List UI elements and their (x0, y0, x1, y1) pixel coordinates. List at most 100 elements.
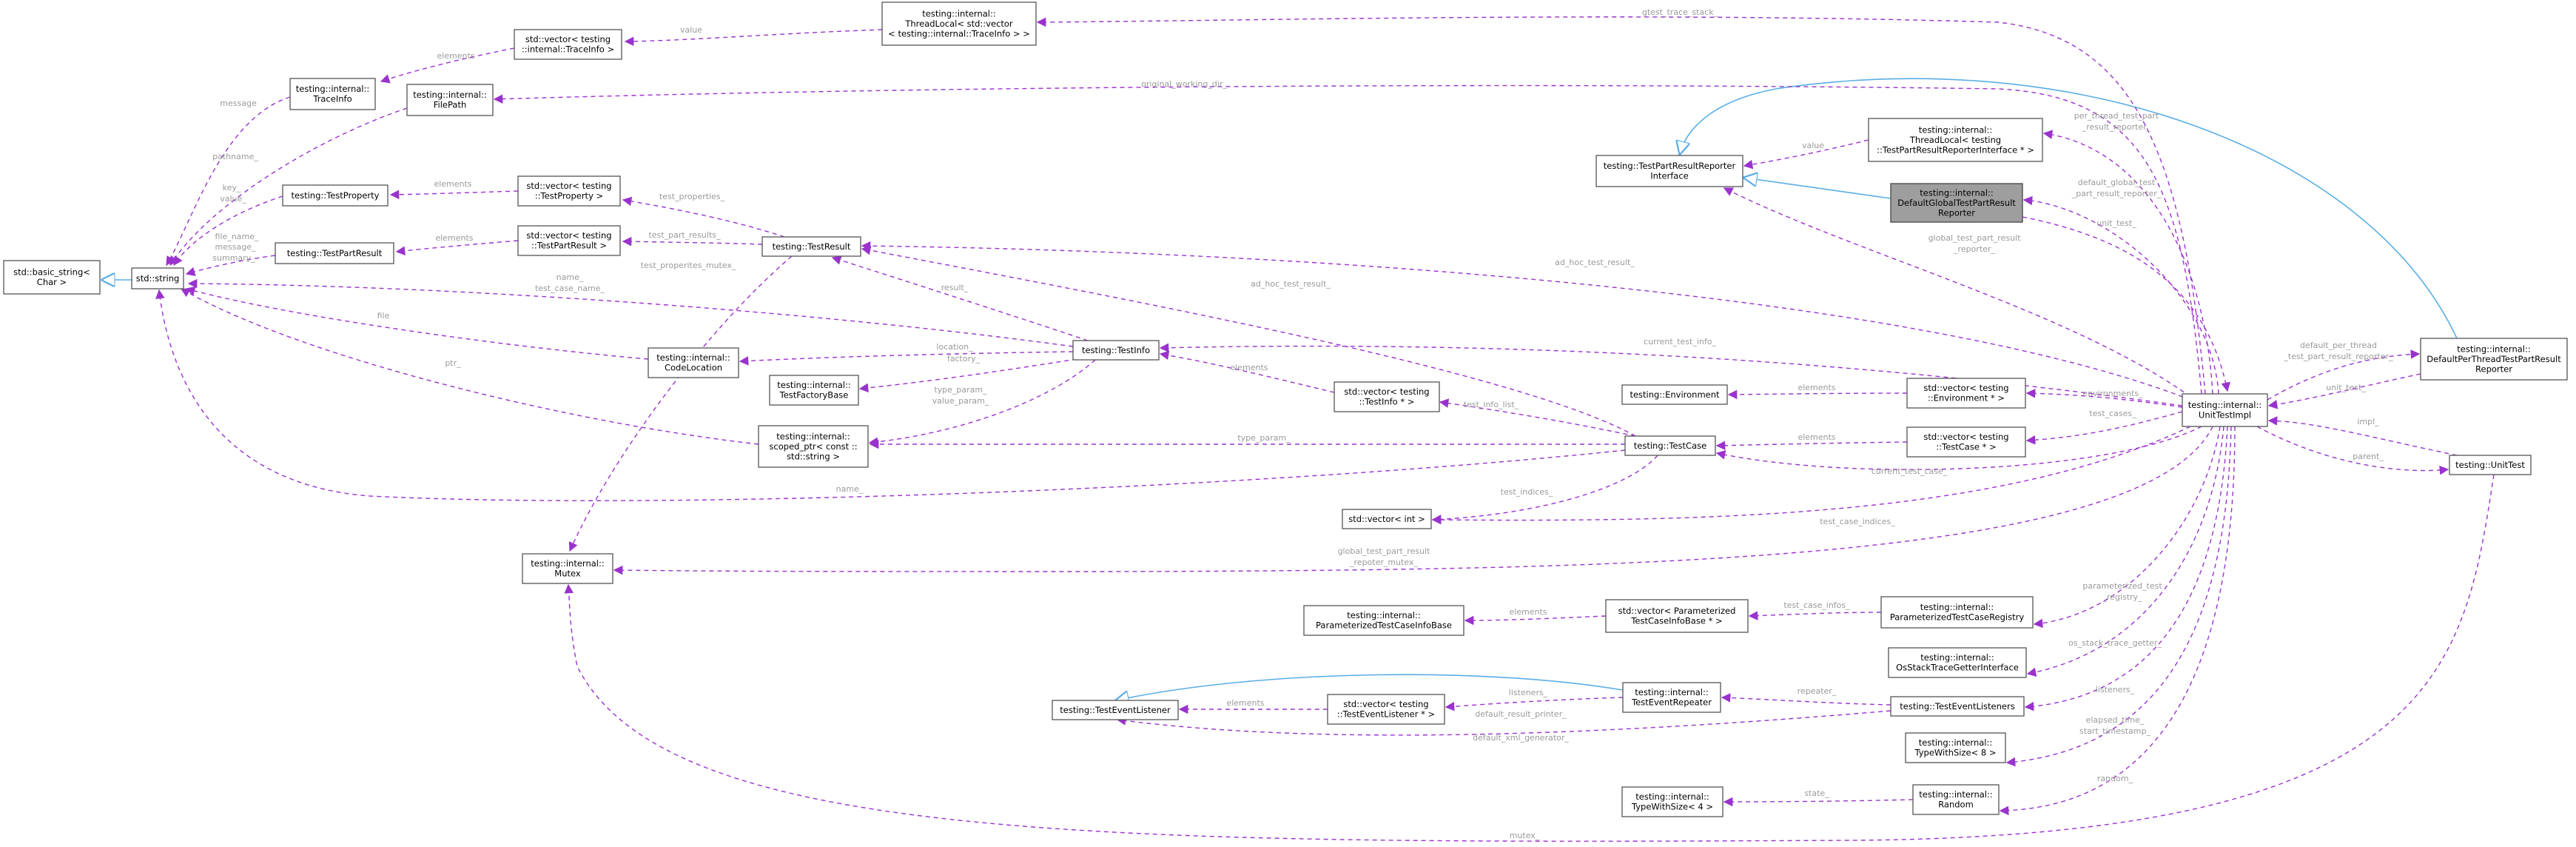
class-node-tls_trace[interactable]: testing::internal::ThreadLocal< std::vec… (881, 1, 1037, 46)
class-name-line: std::string (136, 273, 180, 284)
class-node-vec_int[interactable]: std::vector< int > (1342, 509, 1432, 529)
class-node-testcase[interactable]: testing::TestCase (1624, 435, 1716, 456)
usage-edge-testinfo-to-codeloc (739, 351, 1074, 366)
class-box (1912, 784, 2000, 815)
class-name-line: TraceInfo (312, 94, 352, 104)
usage-edge-uti-to-osst (2026, 426, 2224, 677)
class-box (1621, 786, 1724, 817)
class-node-string[interactable]: std::string (131, 267, 184, 289)
class-node-tr_info[interactable]: testing::internal::TraceInfo (289, 78, 376, 110)
class-node-mutex[interactable]: testing::internal::Mutex (522, 553, 613, 584)
class-node-codeloc[interactable]: testing::internal::CodeLocation (648, 347, 739, 378)
edge-label: factory_ (947, 354, 981, 364)
class-box (1880, 596, 2034, 629)
usage-edge-testprop-to-string (173, 195, 283, 267)
class-node-osst[interactable]: testing::internal::OsStackTraceGetterInt… (1888, 647, 2027, 678)
edge-label: value (680, 25, 702, 35)
edge-label: test_part_results_ (648, 230, 721, 240)
usage-edge-uti-to-random (1999, 426, 2236, 816)
usage-edge-testinfo-to-tfactory (858, 358, 1077, 393)
class-node-ptcib[interactable]: testing::internal::ParameterizedTestCase… (1303, 605, 1464, 636)
class-node-tprri[interactable]: testing::TestPartResultReporterInterface (1595, 155, 1743, 187)
class-name-line: testing::TestEventListeners (1900, 701, 2014, 712)
class-node-scoped[interactable]: testing::internal::scoped_ptr< const ::s… (758, 425, 869, 468)
class-node-environment[interactable]: testing::Environment (1621, 384, 1728, 405)
inheritance-edge-dptprr-to-tprri (1680, 78, 2458, 339)
usage-edge-uti-to-unittest (2256, 426, 2449, 475)
class-node-listener[interactable]: testing::TestEventListener (1052, 700, 1179, 720)
class-name-line: Mutex (554, 569, 581, 579)
class-node-filepath[interactable]: testing::internal::FilePath (406, 84, 494, 116)
edge-label: message (220, 98, 257, 108)
class-node-vec_tpr[interactable]: std::vector< testing::TestPartResult > (517, 225, 621, 256)
class-node-testprop[interactable]: testing::TestProperty (282, 184, 389, 207)
edge-label: _part_result_reporter_ (2071, 189, 2162, 198)
class-node-vec_listener[interactable]: std::vector< testing::TestEventListener … (1327, 694, 1445, 725)
usage-edge-uti-to-tls_trace (1036, 16, 2206, 395)
class-node-vec_env[interactable]: std::vector< testing::Environment * > (1906, 378, 2026, 409)
class-node-tws4[interactable]: testing::internal::TypeWithSize< 4 > (1621, 786, 1724, 817)
edge-label: test_case_indices_ (1820, 517, 1895, 526)
class-name-line: ::Environment * > (1928, 393, 2005, 404)
class-node-testpartres[interactable]: testing::TestPartResult (275, 242, 394, 264)
edge-label: per_thread_test_part (2074, 111, 2159, 121)
class-name-line: std::string > (787, 451, 840, 461)
edge-label: file_name_ (215, 232, 259, 241)
class-node-tws8[interactable]: testing::internal::TypeWithSize< 8 > (1905, 732, 2006, 763)
class-box (517, 175, 621, 207)
edge-label: original_working_dir_ (1141, 79, 1227, 89)
class-node-string_t[interactable]: std::basic_string<Char > (3, 260, 101, 295)
edge-label: pathname_ (212, 152, 258, 161)
class-box (1890, 183, 2023, 223)
class-node-vec_tc[interactable]: std::vector< testing::TestCase * > (1906, 426, 2026, 458)
edge-label: summary_ (212, 253, 255, 263)
class-node-tfactory[interactable]: testing::internal::TestFactoryBase (769, 375, 859, 406)
usage-edge-uti-to-dgtprr (2022, 195, 2219, 395)
class-node-vec_ti[interactable]: std::vector< testing::TestInfo * > (1334, 381, 1440, 412)
class-name-line: Char > (37, 277, 67, 287)
class-name-line: DefaultPerThreadTestPartResult (2427, 354, 2561, 364)
edge-label: current_test_case_ (1872, 466, 1948, 476)
class-node-uti[interactable]: testing::internal::UnitTestImpl (2182, 393, 2268, 427)
class-box (761, 236, 861, 257)
class-name-line: testing::TestProperty (292, 190, 380, 201)
class-node-vec_trace[interactable]: std::vector< testing::internal::TraceInf… (514, 29, 622, 60)
class-name-line: testing::internal:: (1919, 124, 1993, 135)
class-box (2182, 393, 2268, 427)
class-node-repeater[interactable]: testing::internal::TestEventRepeater (1622, 682, 1721, 713)
class-node-dgtprr[interactable]: testing::internal::DefaultGlobalTestPart… (1890, 183, 2023, 223)
edge-label: elements (1509, 607, 1547, 617)
edge-label: listeners_ (1509, 688, 1548, 697)
class-node-random[interactable]: testing::internal::Random (1912, 784, 2000, 815)
class-node-vec_ptcib[interactable]: std::vector< ParameterizedTestCaseInfoBa… (1605, 599, 1749, 633)
usage-edge-codeloc-to-string (185, 286, 649, 360)
class-name-line: TestCaseInfoBase * > (1630, 616, 1722, 626)
usage-edge-vec_ptcib-to-ptcib (1464, 615, 1607, 626)
class-node-dptprr[interactable]: testing::internal::DefaultPerThreadTestP… (2420, 338, 2568, 381)
class-node-testresult[interactable]: testing::TestResult (761, 236, 861, 257)
class-node-listeners[interactable]: testing::TestEventListeners (1890, 696, 2025, 717)
class-box (1052, 700, 1179, 720)
edge-label: type_param_ (1237, 433, 1291, 443)
usage-edge-uti-to-vec_env (2025, 388, 2183, 408)
class-box (1327, 694, 1445, 725)
class-name-line: testing::internal:: (1635, 687, 1709, 697)
class-name-line: Reporter (2475, 364, 2512, 374)
edge-label: listeners_ (2096, 685, 2135, 694)
class-name-line: testing::internal:: (296, 84, 370, 94)
class-node-tls_tprri[interactable]: testing::internal::ThreadLocal< testing:… (1868, 118, 2043, 162)
edge-label: gtest_trace_stack_ (1642, 7, 1718, 17)
class-name-line: std::vector< testing (525, 34, 611, 44)
class-name-line: testing::internal:: (1347, 610, 1421, 620)
edge-label: _test_part_result_reporter_ (2283, 352, 2393, 361)
class-node-vec_prop[interactable]: std::vector< testing::TestProperty > (517, 175, 621, 207)
class-box (275, 242, 394, 264)
edge-label: default_result_printer_ (1475, 709, 1567, 719)
usage-edge-repeater-to-vec_listener (1445, 697, 1624, 712)
class-node-testinfo[interactable]: testing::TestInfo (1072, 340, 1160, 361)
class-node-ptcreg[interactable]: testing::internal::ParameterizedTestCase… (1880, 596, 2034, 629)
edge-label: parameterized_test (2082, 581, 2162, 591)
edge-label: ptr_ (445, 358, 461, 368)
edge-label: _result_reporter_ (2082, 122, 2151, 132)
class-node-unittest[interactable]: testing::UnitTest (2449, 455, 2532, 475)
